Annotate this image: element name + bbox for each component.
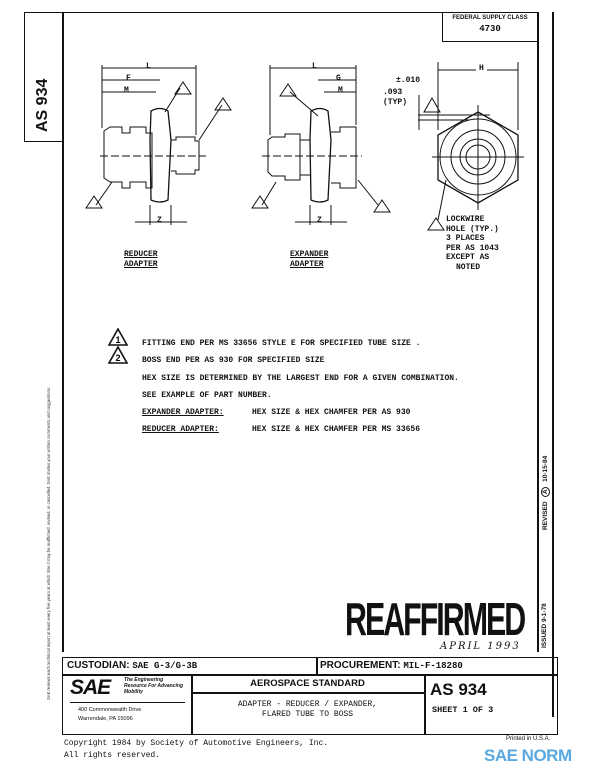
sae-norm-watermark: SAE NORM	[484, 746, 572, 765]
expander-title: EXPANDER ADAPTER	[290, 250, 328, 270]
note-reducer: REDUCER ADAPTER: HEX SIZE & HEX CHAMFER P…	[142, 421, 459, 438]
copyright: Copyright 1984 by Society of Automotive …	[64, 738, 328, 762]
lockwire-line: 3 PLACES	[446, 234, 485, 243]
procurement: PROCUREMENT: MIL-F-18280	[320, 660, 463, 671]
revised-text: REVISED	[542, 501, 549, 530]
note-flag-2-number: 2	[115, 353, 120, 363]
revised-date: 10-15-84	[542, 455, 549, 482]
title-divider	[70, 702, 185, 703]
reducer-dim-l: L	[146, 62, 151, 71]
lockwire-line: EXCEPT AS	[446, 253, 490, 262]
note-flag-2-icon: 2	[108, 346, 128, 364]
lockwire-line: NOTED	[456, 262, 481, 272]
sae-address: 400 Commonwealth Drive Warrendale, PA 15…	[78, 706, 141, 724]
title-divider	[191, 674, 193, 735]
document-title: ADAPTER - REDUCER / EXPANDER, FLARED TUB…	[191, 700, 424, 720]
reducer-title-line: REDUCER	[124, 250, 158, 259]
reducer-title-line: ADAPTER	[124, 260, 158, 269]
custodian-label: CUSTODIAN:	[67, 660, 130, 671]
side-tab	[24, 12, 63, 142]
title-divider	[316, 657, 318, 674]
frame-right-outer-line	[552, 12, 554, 717]
expander-dim-l: L	[312, 62, 317, 71]
expander-adapter-drawing	[251, 65, 391, 225]
title-block	[62, 657, 558, 735]
technical-drawing	[85, 62, 524, 231]
lockwire-line: HOLE (TYP.)	[446, 224, 499, 234]
title-divider	[424, 674, 426, 735]
title-line: FLARED TUBE TO BOSS	[261, 710, 354, 719]
custodian-value: SAE G-3/G-3B	[132, 661, 198, 671]
title-divider	[62, 674, 558, 676]
procurement-label: PROCUREMENT:	[320, 660, 401, 671]
reducer-dim-z: Z	[157, 216, 162, 225]
reducer-note-label: REDUCER ADAPTER:	[142, 425, 219, 435]
note-2: BOSS END PER AS 930 FOR SPECIFIED SIZE	[142, 356, 325, 366]
title-line: ADAPTER - REDUCER / EXPANDER,	[237, 700, 378, 709]
reducer-adapter-drawing	[85, 65, 232, 225]
title-divider	[191, 692, 424, 694]
issued-label: ISSUED 9-1-78	[541, 603, 548, 648]
expander-note-text: HEX SIZE & HEX CHAMFER PER AS 930	[252, 408, 411, 418]
federal-supply-class-box: FEDERAL SUPPLY CLASS 4730	[442, 12, 538, 42]
notes-list: FITTING END PER MS 33656 STYLE E FOR SPE…	[142, 335, 459, 439]
copyright-line: Copyright 1984 by Society of Automotive …	[64, 739, 329, 748]
sae-tagline: The Engineering Resource For Advancing M…	[124, 677, 183, 695]
reaffirmed-date: APRIL 1993	[440, 641, 521, 652]
rights-line: All rights reserved.	[64, 751, 161, 760]
revision-letter: A	[541, 486, 550, 497]
reducer-dim-m: M	[124, 86, 129, 95]
reducer-note-text: HEX SIZE & HEX CHAMFER PER MS 33656	[252, 425, 421, 435]
printed-in: Printed in U.S.A.	[506, 736, 551, 742]
address-line: 400 Commonwealth Drive	[78, 707, 142, 713]
margin-note: SAE reviews each technical report at lea…	[46, 386, 51, 700]
hole-dim: .093	[383, 88, 403, 97]
end-view-dim-h: H	[476, 64, 487, 73]
address-line: Warrendale, PA 15096	[78, 716, 133, 722]
tolerance: ±.010	[396, 76, 421, 85]
note-1: FITTING END PER MS 33656 STYLE E FOR SPE…	[142, 339, 421, 348]
expander-note-label: EXPANDER ADAPTER:	[142, 408, 224, 418]
federal-supply-class-value: 4730	[479, 24, 501, 34]
document-number: AS 934	[430, 680, 487, 699]
expander-title-line: ADAPTER	[290, 260, 324, 269]
note-4: SEE EXAMPLE OF PART NUMBER.	[142, 390, 272, 400]
revised-label: REVISED A 10-15-84	[541, 456, 550, 530]
frame-top-line	[62, 12, 537, 13]
end-view-drawing	[418, 62, 524, 231]
sae-logo: SAE	[70, 676, 111, 699]
lockwire-line: LOCKWIRE	[446, 215, 485, 224]
expander-title-line: EXPANDER	[290, 250, 329, 259]
note-expander: EXPANDER ADAPTER: HEX SIZE & HEX CHAMFER …	[142, 404, 459, 421]
expander-dim-z: Z	[317, 216, 322, 225]
federal-supply-class-label: FEDERAL SUPPLY CLASS	[452, 15, 528, 21]
lockwire-line: PER AS 1043	[446, 243, 499, 253]
expander-dim-g: G	[336, 74, 341, 83]
lockwire-note: LOCKWIRE HOLE (TYP.) 3 PLACES PER AS 104…	[446, 215, 499, 272]
sheet-number: SHEET 1 OF 3	[432, 705, 494, 715]
hole-typ: (TYP)	[383, 98, 408, 107]
procurement-value: MIL-F-18280	[403, 661, 463, 671]
expander-dim-m: M	[338, 86, 343, 95]
note-flag-1-icon: 1	[108, 328, 128, 346]
note-3: HEX SIZE IS DETERMINED BY THE LARGEST EN…	[142, 373, 459, 383]
custodian: CUSTODIAN: SAE G-3/G-3B	[67, 660, 197, 671]
note-flag-1-number: 1	[115, 335, 120, 345]
reducer-dim-f: F	[126, 74, 131, 83]
frame-left-line	[62, 12, 64, 652]
reducer-title: REDUCER ADAPTER	[124, 250, 158, 270]
document-category: AEROSPACE STANDARD	[250, 678, 365, 689]
frame-right-line	[537, 12, 539, 652]
reaffirmed-stamp: REAFFIRMED	[345, 593, 526, 645]
